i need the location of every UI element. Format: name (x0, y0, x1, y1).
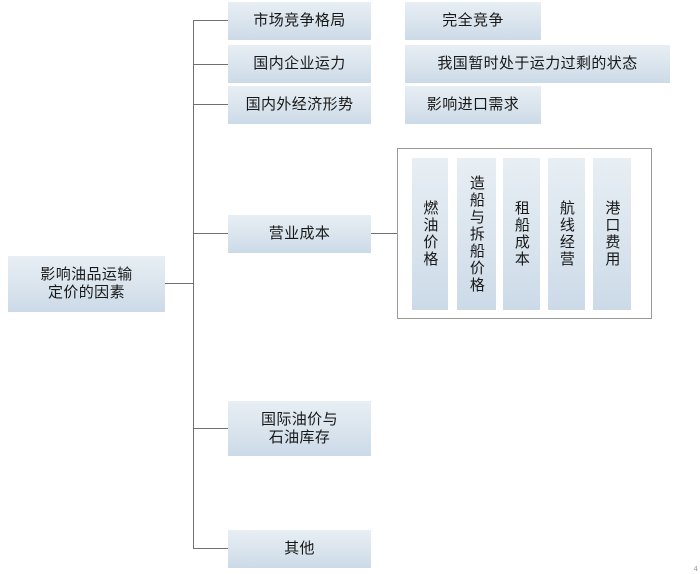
detail-node-perfect-competition[interactable]: 完全竞争 (405, 2, 541, 40)
connector-branch-4 (193, 233, 228, 234)
branch-node-economic-situation[interactable]: 国内外经济形势 (228, 86, 371, 124)
branch-node-oil-price-inventory[interactable]: 国际油价与 石油库存 (228, 401, 371, 456)
cost-item-charter-cost[interactable]: 租船成本 (503, 158, 540, 310)
connector-trunk-vertical (193, 20, 194, 549)
cost-item-fuel-price[interactable]: 燃油价格 (412, 158, 448, 310)
connector-branch-2 (193, 64, 228, 65)
branch-node-market-competition[interactable]: 市场竞争格局 (228, 2, 371, 40)
connector-branch-5 (193, 428, 228, 429)
connector-branch-1 (193, 20, 228, 21)
branch-node-domestic-capacity[interactable]: 国内企业运力 (228, 45, 371, 83)
connector-root-stub (165, 283, 194, 284)
cost-item-port-charges[interactable]: 港口费用 (593, 158, 631, 310)
connector-branch-3 (193, 104, 228, 105)
cost-item-shipbuilding-scrapping-price[interactable]: 造船与拆船价格 (457, 158, 496, 310)
branch-node-operating-cost[interactable]: 营业成本 (228, 215, 371, 253)
connector-cost-to-group (371, 233, 398, 234)
branch-node-other[interactable]: 其他 (228, 530, 371, 568)
cost-item-route-operation[interactable]: 航线经营 (548, 158, 585, 310)
page-number: 4 (693, 565, 698, 573)
detail-node-overcapacity[interactable]: 我国暂时处于运力过剩的状态 (405, 45, 670, 83)
root-node[interactable]: 影响油品运输 定价的因素 (8, 256, 165, 312)
detail-node-import-demand[interactable]: 影响进口需求 (405, 86, 541, 124)
connector-branch-6 (193, 548, 228, 549)
